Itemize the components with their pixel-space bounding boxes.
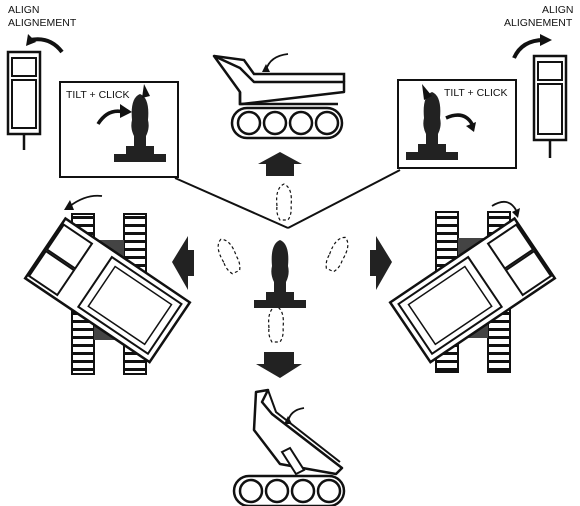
center-joystick-group — [213, 183, 353, 343]
tilt-arrow-right-icon — [445, 113, 474, 125]
small-vehicle-right — [532, 54, 568, 158]
left-arrow-icon — [172, 236, 194, 290]
align-right-label: ALIGN — [542, 4, 574, 16]
click-arrow-left-icon — [142, 84, 150, 98]
tilt-click-box-right: TILT + CLICK — [397, 79, 517, 169]
rotation-arrow-bottom-icon — [287, 407, 305, 423]
ghost-left — [213, 235, 244, 276]
carrier-turn-left-top-view — [23, 194, 192, 375]
connector-line-left — [174, 177, 289, 229]
rotation-arrow-right-vehicle-icon — [491, 200, 517, 211]
right-arrow-icon — [370, 236, 392, 290]
tilt-click-right-label: TILT + CLICK — [444, 87, 508, 99]
alignement-right-label: ALIGNEMENT — [504, 17, 573, 29]
align-left-label: ALIGN — [8, 4, 40, 16]
click-arrow-right-icon — [422, 84, 432, 100]
ghost-forward — [276, 183, 292, 221]
carrier-turn-right-top-view — [388, 200, 557, 373]
carrier-backward-side-view — [232, 388, 346, 506]
backward-arrow-icon — [256, 352, 302, 378]
align-left-group: ALIGN ALIGNEMENT — [6, 4, 77, 150]
small-vehicle-left — [6, 50, 42, 150]
alignement-left-label: ALIGNEMENT — [8, 17, 77, 29]
ghost-right — [322, 233, 353, 274]
center-joystick-icon — [254, 240, 306, 308]
carrier-forward-side-view — [212, 53, 346, 140]
tilt-click-left-label: TILT + CLICK — [66, 89, 130, 101]
rotation-arrow-left-vehicle-icon — [69, 194, 103, 207]
rotation-arrow-top-icon — [265, 53, 289, 71]
align-right-group: ALIGN ALIGNEMENT — [504, 4, 574, 158]
tilt-click-box-left: TILT + CLICK — [59, 81, 179, 178]
forward-arrow-icon — [258, 152, 302, 176]
connector-line-right — [287, 169, 401, 229]
ghost-back — [268, 305, 284, 343]
